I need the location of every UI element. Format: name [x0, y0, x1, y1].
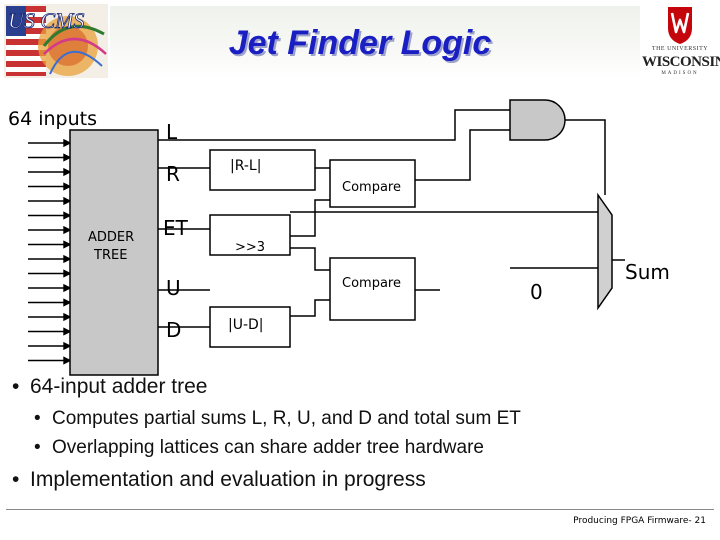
- bullet-sub-1-text: Computes partial sums L, R, U, and D and…: [52, 408, 521, 429]
- bullet-main-1-text: 64-input adder tree: [30, 375, 208, 398]
- shift-label: >>3: [235, 240, 266, 255]
- input-arrows: [28, 138, 72, 365]
- uscms-logo: US CMS: [4, 4, 108, 78]
- sum-label: Sum: [625, 260, 670, 284]
- uw-crest-icon: [668, 7, 692, 44]
- bullet-dot-icon: •: [34, 408, 41, 429]
- compare-top-label: Compare: [342, 180, 401, 195]
- abs-rl-block: [209, 149, 316, 191]
- page-title: Jet Finder Logic: [228, 24, 492, 62]
- uw-logo-line3: MADISON: [661, 71, 699, 76]
- input-arrowhead-icon: [63, 138, 72, 148]
- bullet-dot-icon: •: [12, 375, 20, 398]
- output-label-r: R: [166, 162, 180, 186]
- bullet-main-2: • Implementation and evaluation in progre…: [12, 468, 426, 492]
- bullet-sub-2-text: Overlapping lattices can share adder tre…: [52, 437, 484, 458]
- input-arrowhead-icon: [63, 312, 72, 322]
- inputs-label: 64 inputs: [8, 108, 97, 130]
- shift-block: [209, 214, 291, 256]
- uw-logo-line1: THE UNIVERSITY: [651, 46, 709, 52]
- adder-tree-block: [69, 129, 159, 376]
- output-label-d: D: [166, 318, 182, 342]
- abs-rl-label: |R-L|: [230, 158, 262, 174]
- input-arrowhead-icon: [63, 254, 72, 264]
- input-arrowhead-icon: [63, 196, 72, 206]
- jet-finder-diagram: 64 inputs ADDER TREE L R ET U D |R-L| Co…: [0, 90, 720, 380]
- footer-text: Producing FPGA Firmware- 21: [573, 516, 706, 526]
- and-gate: [509, 99, 566, 141]
- input-arrowhead-icon: [63, 211, 72, 220]
- logic-schematic: [28, 99, 625, 376]
- uscms-logo-text: US CMS: [8, 8, 84, 33]
- slide-header: US CMS Jet Finder Logic THE UNIVERSITY W…: [0, 0, 720, 80]
- output-label-u: U: [166, 276, 181, 300]
- input-arrowhead-icon: [63, 341, 72, 351]
- bullet-dot-icon: •: [12, 468, 20, 491]
- input-arrowhead-icon: [63, 298, 72, 307]
- bullet-main-1: • 64-input adder tree: [12, 375, 207, 399]
- abs-ud-block: [209, 306, 291, 348]
- uw-logo: THE UNIVERSITY WISCONSIN MADISON: [642, 4, 720, 82]
- uw-logo-line2: WISCONSIN: [642, 54, 720, 70]
- zero-label: 0: [530, 280, 543, 304]
- header-band: [110, 6, 640, 80]
- compare-top-block: [329, 159, 416, 208]
- compare-bottom-block: [329, 257, 416, 321]
- adder-tree-label-2: TREE: [94, 248, 128, 263]
- input-arrowhead-icon: [63, 153, 72, 162]
- output-label-et: ET: [163, 216, 188, 240]
- footer-rule: [6, 509, 714, 510]
- l-signal-line: [158, 109, 510, 141]
- abs-ud-label: |U-D|: [228, 317, 264, 333]
- input-arrowhead-icon: [63, 327, 72, 336]
- input-arrowhead-icon: [63, 356, 72, 365]
- mux: [597, 192, 613, 311]
- bullet-sub-2: • Overlapping lattices can share adder tr…: [34, 437, 484, 459]
- bullet-dot-icon: •: [34, 437, 41, 458]
- input-arrowhead-icon: [63, 240, 72, 249]
- input-arrowhead-icon: [63, 182, 72, 191]
- input-arrowhead-icon: [63, 167, 72, 177]
- input-arrowhead-icon: [63, 269, 72, 278]
- bullet-main-2-text: Implementation and evaluation in progres…: [30, 468, 426, 491]
- adder-tree-label-1: ADDER: [88, 230, 135, 245]
- input-arrowhead-icon: [63, 283, 72, 293]
- input-arrowhead-icon: [63, 225, 72, 235]
- output-label-l: L: [166, 120, 178, 144]
- bullet-sub-1: • Computes partial sums L, R, U, and D an…: [34, 408, 521, 430]
- compare-bottom-label: Compare: [342, 276, 401, 291]
